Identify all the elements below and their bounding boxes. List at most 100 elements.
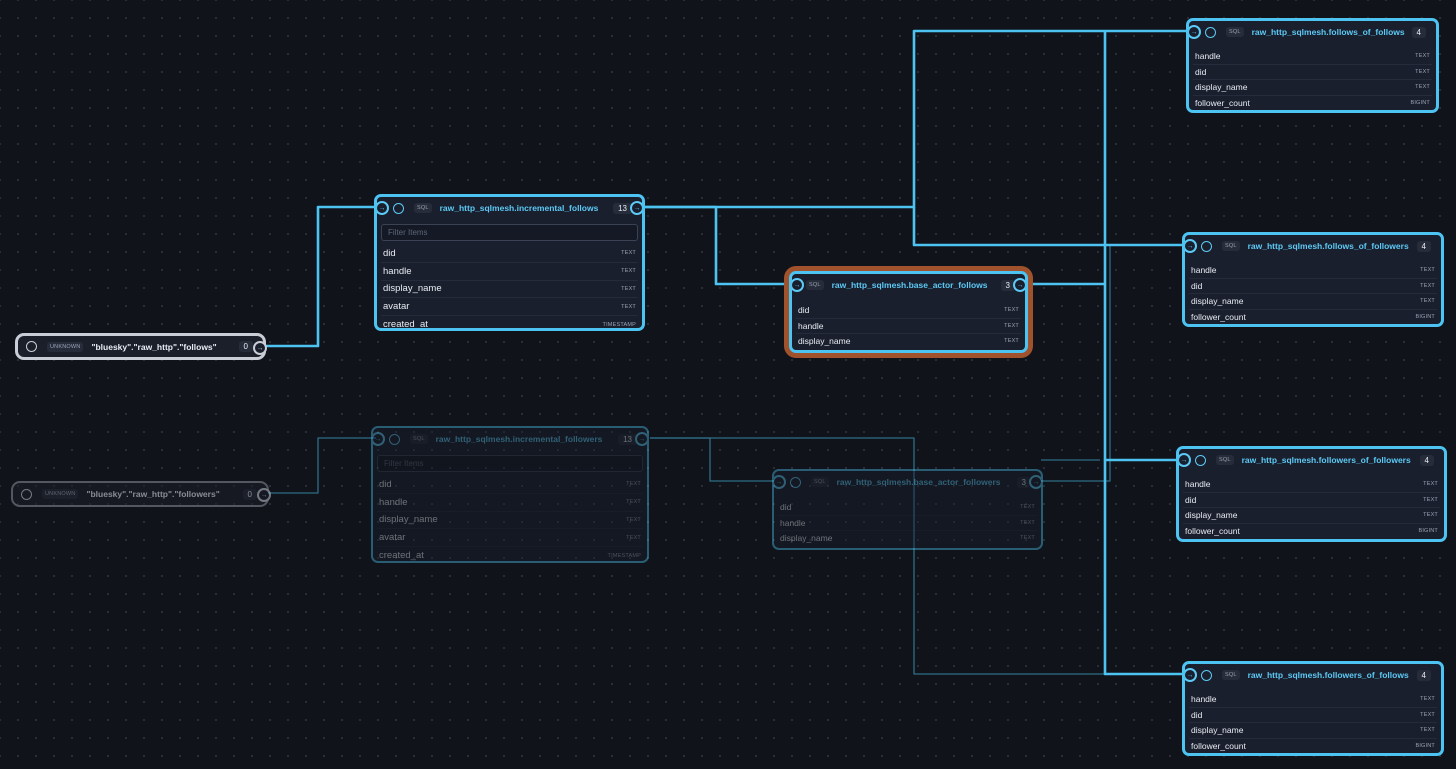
column-type: TEXT	[1415, 84, 1430, 91]
column-type: TIMESTAMP	[602, 321, 636, 328]
select-circle-icon[interactable]	[790, 476, 801, 488]
select-circle-icon[interactable]	[389, 433, 400, 445]
select-circle-icon[interactable]	[1201, 240, 1212, 252]
column-name: did	[1191, 280, 1203, 291]
node-title: "bluesky"."raw_http"."follows"	[91, 341, 217, 352]
input-arrow-icon[interactable]: →	[377, 201, 389, 215]
column-name: display_name	[798, 336, 851, 347]
model-node-incremental-followers[interactable]: → SQL raw_http_sqlmesh.incremental_follo…	[371, 426, 649, 563]
select-circle-icon[interactable]	[1205, 26, 1216, 38]
model-node-follows-of-followers[interactable]: → SQL raw_http_sqlmesh.follows_of_follow…	[1182, 232, 1444, 327]
model-node-followers-of-follows[interactable]: → SQL raw_http_sqlmesh.followers_of_foll…	[1182, 661, 1444, 756]
column-name: handle	[1191, 265, 1217, 276]
model-node-incremental-follows[interactable]: → SQL raw_http_sqlmesh.incremental_follo…	[374, 194, 645, 331]
kind-badge: SQL	[806, 280, 824, 290]
input-arrow-icon[interactable]: →	[373, 432, 385, 446]
column-row[interactable]: did TEXT	[1189, 708, 1437, 723]
model-node-base-actor-follows[interactable]: → SQL raw_http_sqlmesh.base_actor_follow…	[789, 271, 1028, 353]
select-circle-icon[interactable]	[21, 488, 32, 500]
column-row[interactable]: did TEXT	[1189, 279, 1437, 294]
source-followers-node[interactable]: UNKNOWN "bluesky"."raw_http"."followers"…	[11, 481, 271, 507]
output-arrow-icon[interactable]: →	[1013, 278, 1025, 292]
column-type: TEXT	[621, 268, 636, 275]
input-arrow-icon[interactable]: →	[1179, 453, 1191, 467]
column-type: TEXT	[1423, 512, 1438, 519]
input-arrow-icon[interactable]: →	[1185, 239, 1197, 253]
input-arrow-icon[interactable]: →	[1185, 668, 1197, 682]
column-row[interactable]: handle TEXT	[1183, 477, 1440, 493]
column-type: TEXT	[621, 303, 636, 310]
column-type: TEXT	[1420, 267, 1435, 274]
select-circle-icon[interactable]	[1201, 669, 1212, 681]
output-arrow-icon[interactable]: →	[635, 432, 647, 446]
model-node-followers-of-followers[interactable]: → SQL raw_http_sqlmesh.followers_of_foll…	[1176, 446, 1447, 542]
column-type: TEXT	[1415, 68, 1430, 75]
select-circle-icon[interactable]	[26, 341, 37, 352]
model-node-base-actor-followers[interactable]: → SQL raw_http_sqlmesh.base_actor_follow…	[772, 469, 1043, 550]
column-name: did	[383, 247, 396, 259]
node-title: raw_http_sqlmesh.base_actor_follows	[831, 280, 988, 290]
select-circle-icon[interactable]	[1195, 454, 1206, 466]
column-type: BIGINT	[1410, 99, 1430, 106]
column-name: did	[1191, 709, 1203, 720]
input-arrow-icon[interactable]: →	[792, 278, 804, 292]
column-count-badge: 4	[1416, 669, 1431, 681]
column-type: BIGINT	[1415, 313, 1435, 320]
kind-badge: SQL	[1222, 670, 1240, 680]
output-arrow-icon[interactable]: →	[257, 488, 271, 502]
model-node-follows-of-follows[interactable]: → SQL raw_http_sqlmesh.follows_of_follow…	[1186, 18, 1439, 113]
column-type: TEXT	[1415, 53, 1430, 60]
column-row[interactable]: handle TEXT	[1189, 263, 1437, 279]
source-follows-node[interactable]: UNKNOWN "bluesky"."raw_http"."follows" 0…	[15, 333, 267, 360]
column-type: TEXT	[1420, 711, 1435, 718]
input-arrow-icon[interactable]: →	[774, 475, 786, 489]
filter-columns-input[interactable]: Filter Items	[381, 224, 638, 241]
filter-columns-input[interactable]: Filter Items	[377, 455, 643, 472]
select-circle-icon[interactable]	[393, 202, 404, 214]
output-arrow-icon[interactable]: →	[630, 201, 642, 215]
output-arrow-icon[interactable]: →	[253, 341, 267, 355]
column-type: TEXT	[1423, 481, 1438, 488]
output-arrow-icon[interactable]: →	[1029, 475, 1041, 489]
column-type: TEXT	[1420, 282, 1435, 289]
column-type: TEXT	[1020, 535, 1035, 542]
column-row[interactable]: did TEXT	[1193, 65, 1432, 80]
column-type: TEXT	[1423, 496, 1438, 503]
column-name: handle	[1185, 479, 1211, 490]
column-name: did	[1195, 66, 1207, 77]
edge-incremental-followers-to-base-followers	[650, 437, 774, 482]
input-arrow-icon[interactable]: →	[1189, 25, 1201, 39]
column-name: did	[379, 478, 392, 490]
column-count-badge: 4	[1416, 240, 1431, 252]
column-count-badge: 0	[238, 341, 253, 352]
